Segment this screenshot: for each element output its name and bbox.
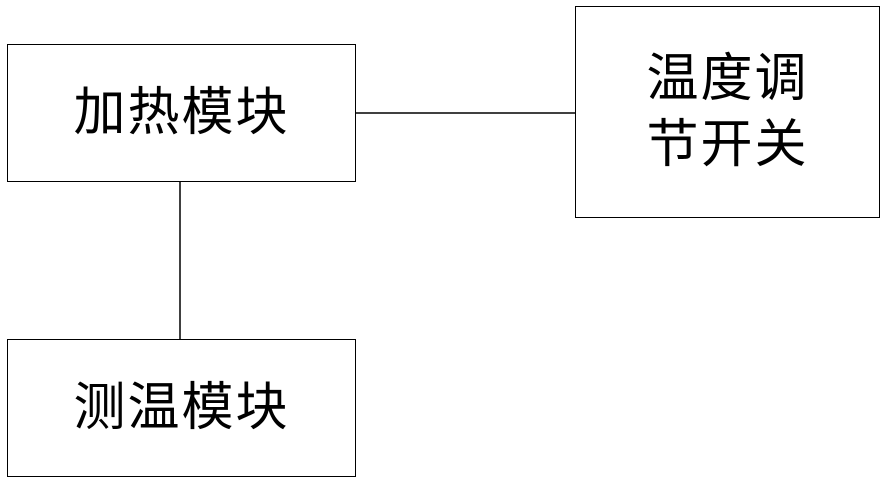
temp-adjust-switch-label: 温度调 节开关 — [646, 46, 808, 178]
temp-adjust-switch-label-line2: 节开关 — [646, 115, 809, 175]
heating-module-label: 加热模块 — [73, 83, 290, 143]
temp-measure-module-box: 测温模块 — [7, 339, 356, 477]
temp-adjust-switch-label-line1: 温度调 — [646, 49, 809, 109]
heating-module-box: 加热模块 — [7, 44, 356, 182]
temp-measure-module-label: 测温模块 — [73, 378, 290, 438]
temp-adjust-switch-box: 温度调 节开关 — [575, 6, 880, 218]
